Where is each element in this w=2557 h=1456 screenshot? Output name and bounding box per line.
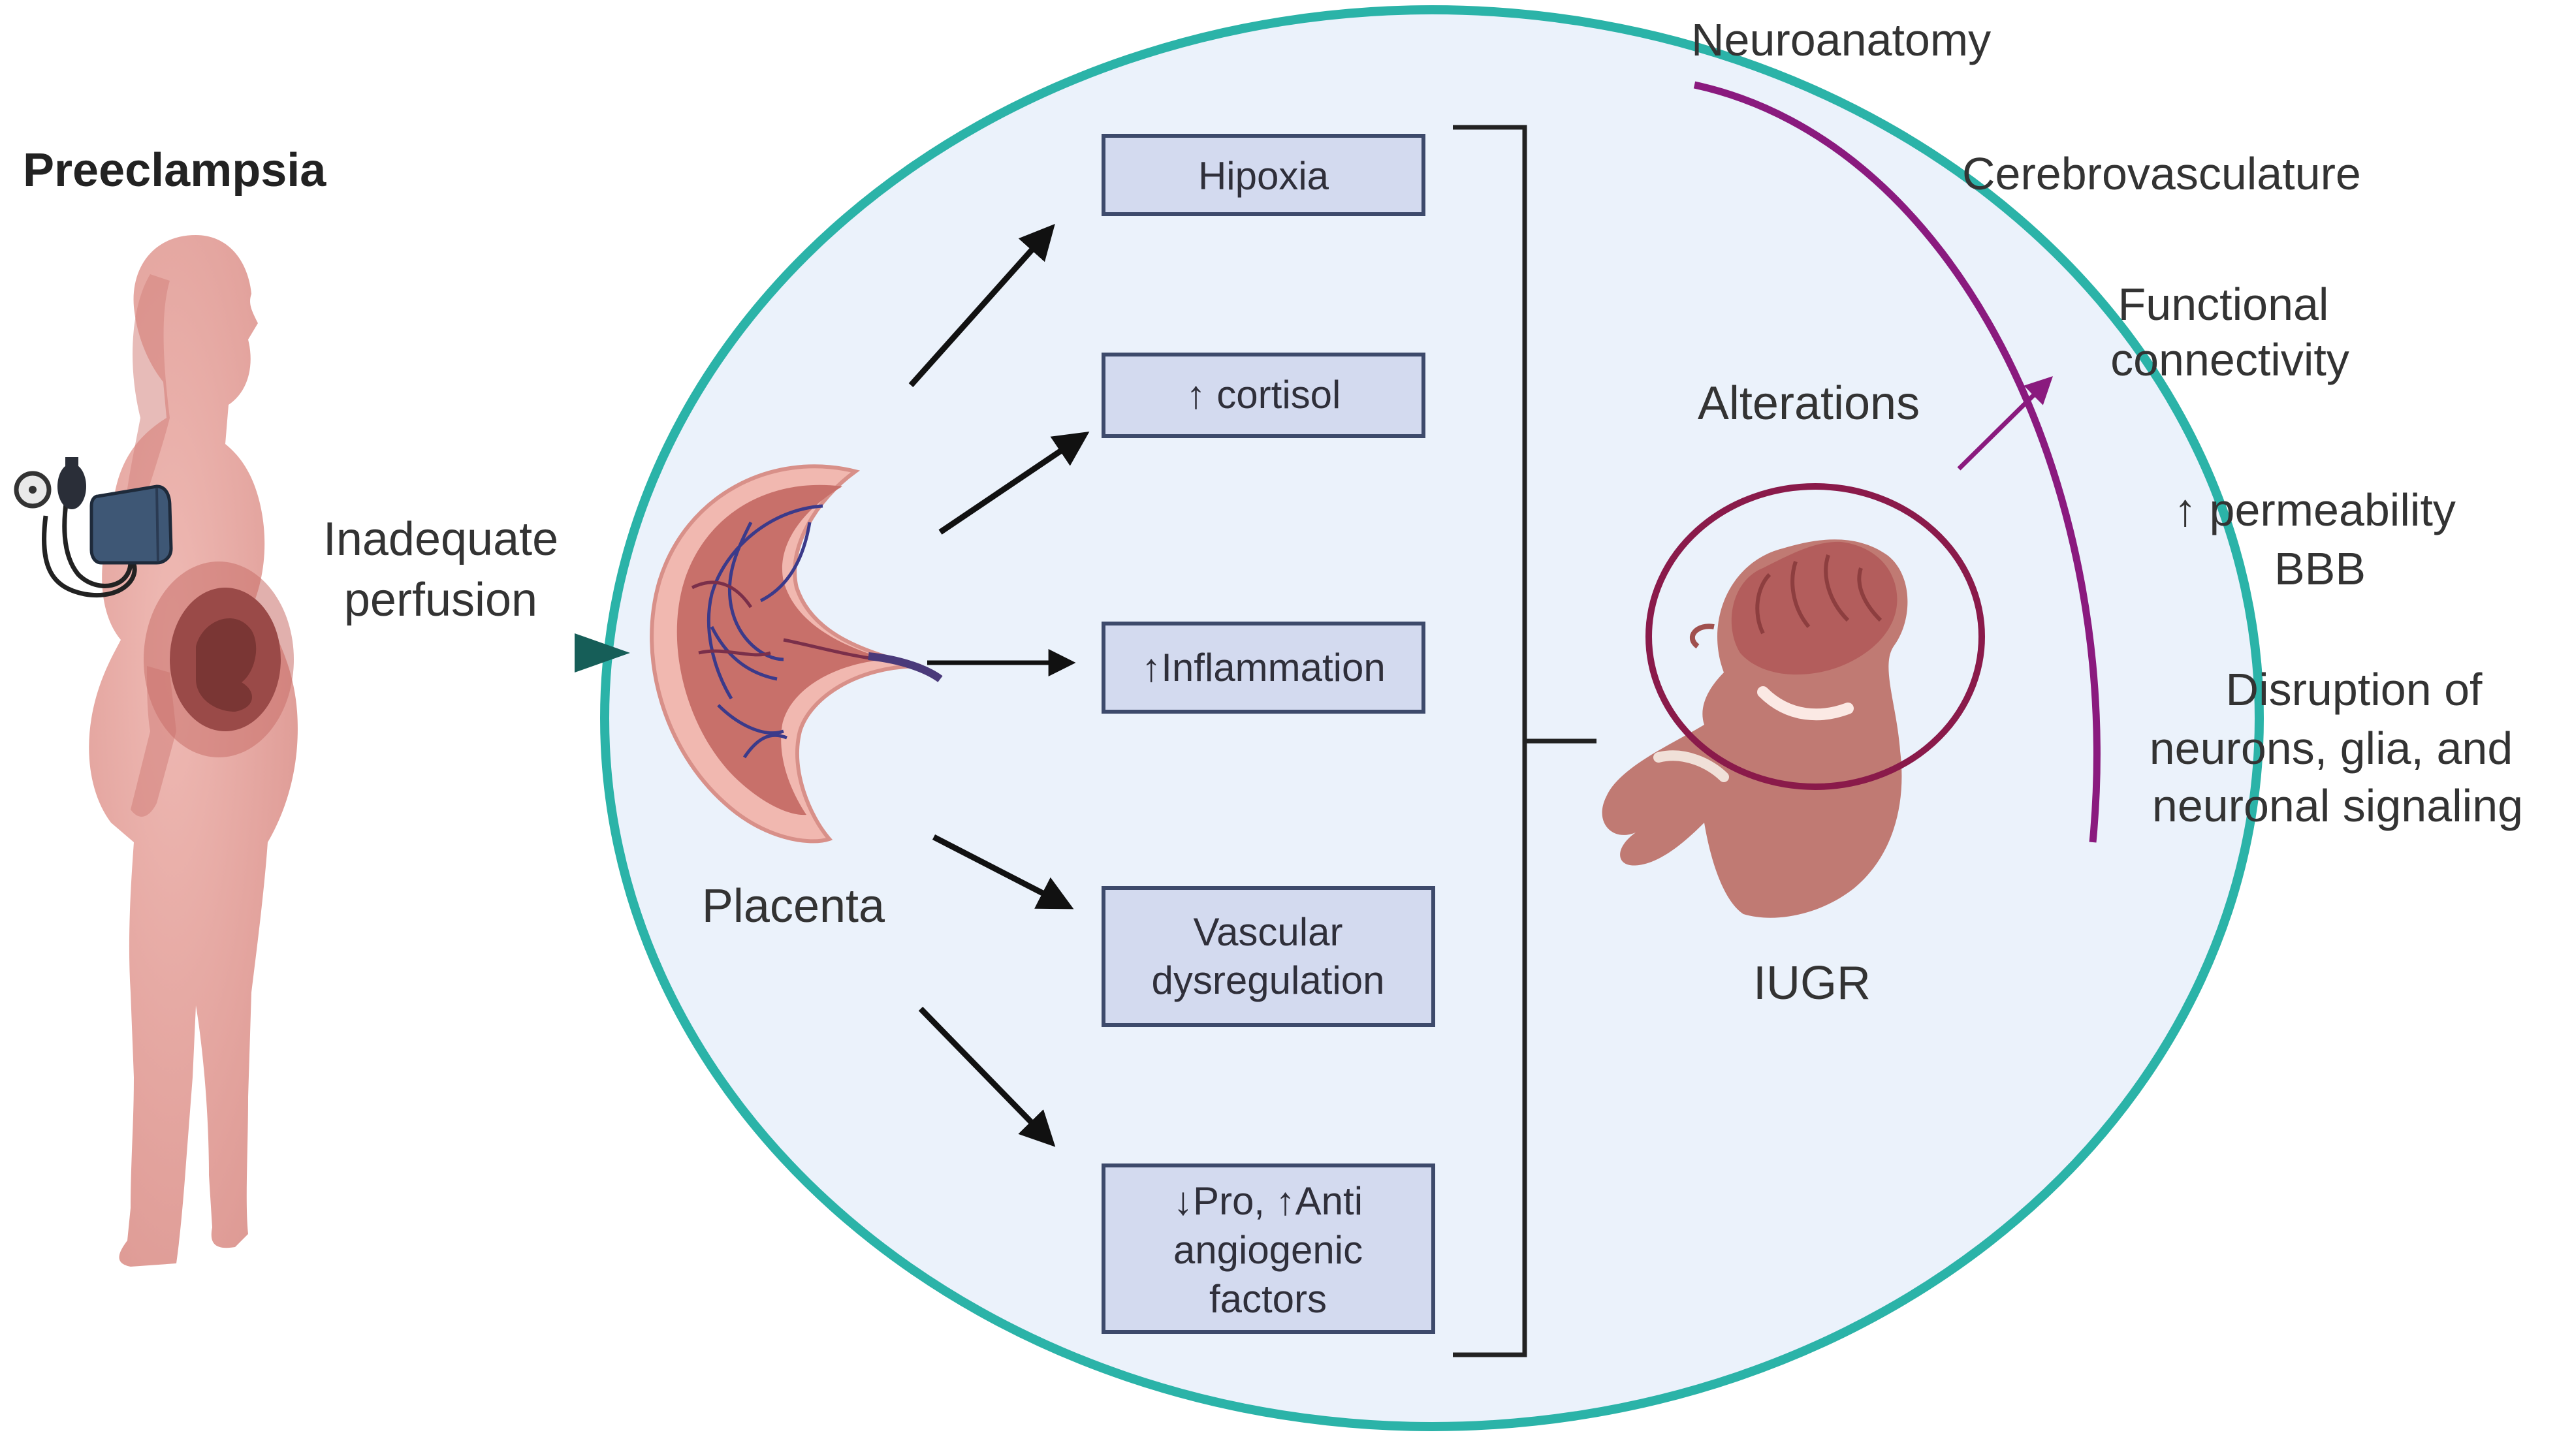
outcome-permeability-line2: BBB [2274, 543, 2366, 594]
inadequate-perfusion-arrow [307, 633, 630, 673]
main-circle [600, 5, 2264, 1431]
outcome-disruption-line3: neuronal signaling [2152, 780, 2523, 831]
box-vascular-label-line1: Vascular [1194, 910, 1343, 954]
box-hypoxia: Hipoxia [1102, 134, 1425, 216]
perfusion-label-line1: Inadequate [323, 513, 558, 565]
brain-highlight-circle [1645, 483, 1985, 790]
box-inflammation-label: ↑Inflammation [1141, 646, 1385, 689]
box-angio-label-line3: factors [1209, 1277, 1327, 1321]
title-preeclampsia: Preeclampsia [23, 144, 326, 197]
box-cortisol-label: ↑ cortisol [1186, 373, 1341, 417]
outcome-disruption-line1: Disruption of [2226, 664, 2483, 715]
alterations-label: Alterations [1698, 377, 1920, 430]
outcome-disruption-line2: neurons, glia, and [2150, 723, 2513, 774]
outcome-cerebrovasculature: Cerebrovasculature [1962, 148, 2361, 199]
outcome-functional-line2: connectivity [2110, 334, 2349, 385]
iugr-label: IUGR [1753, 957, 1871, 1009]
outcome-functional-line1: Functional [2118, 279, 2329, 330]
fetus-icon [1602, 539, 1908, 918]
box-vascular-dysregulation: Vascular dysregulation [1102, 886, 1435, 1027]
arrow-to-angiogenic [918, 1006, 1056, 1147]
box-inflammation: ↑Inflammation [1102, 622, 1425, 714]
pregnant-woman-figure [89, 235, 298, 1267]
perfusion-label-line2: perfusion [344, 574, 537, 626]
alterations-arrow [1957, 376, 2053, 471]
blood-pressure-cuff-icon [14, 457, 173, 597]
box-angio-label-line1: ↓Pro, ↑Anti [1173, 1179, 1363, 1223]
outcome-permeability-line1: ↑ permeability [2174, 484, 2456, 535]
box-vascular-label-line2: dysregulation [1152, 958, 1385, 1002]
placenta-label: Placenta [702, 880, 885, 932]
effects-bracket [1453, 125, 1596, 1357]
box-angio-label-line2: angiogenic [1173, 1228, 1363, 1272]
outcomes-arc [1693, 81, 2101, 843]
arrow-to-vascular [932, 834, 1074, 910]
outcome-neuroanatomy: Neuroanatomy [1691, 14, 1991, 65]
box-hypoxia-label: Hipoxia [1198, 154, 1329, 198]
placenta-icon [650, 464, 943, 844]
box-cortisol: ↑ cortisol [1102, 353, 1425, 438]
box-angiogenic-factors: ↓Pro, ↑Anti angiogenic factors [1102, 1163, 1435, 1334]
arrow-to-cortisol [938, 431, 1090, 535]
arrow-to-hypoxia [908, 223, 1055, 387]
